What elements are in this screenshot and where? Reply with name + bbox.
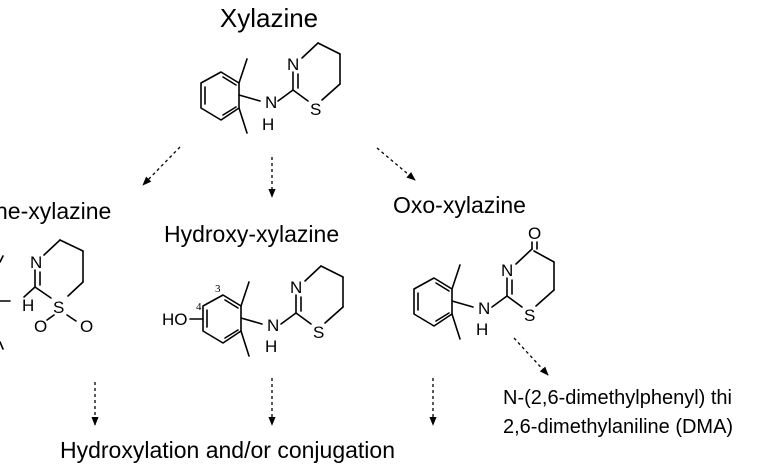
arrow-to-oxo <box>376 147 416 181</box>
bottom-label: Hydroxylation and/or conjugation <box>60 437 395 463</box>
product-label-line1: N-(2,6-dimethylphenyl) thi <box>503 387 732 409</box>
oxo-xylazine-structure: N H N O S <box>413 224 555 340</box>
hydroxy-ho: HO <box>162 310 188 329</box>
hydroxy-xylazine-structure: HO 3 4 N H N S <box>162 265 344 357</box>
sulfone-s: S <box>53 298 64 317</box>
xylazine-n: N <box>265 93 277 112</box>
oxo-ring-n: N <box>501 261 513 280</box>
xylazine-h: H <box>262 115 274 134</box>
xylazine-s: S <box>310 100 321 119</box>
position-3: 3 <box>215 283 221 295</box>
oxo-s: S <box>524 306 535 325</box>
xylazine-structure: N H N S <box>200 42 341 134</box>
sulfone-nh-h: H <box>22 296 34 315</box>
sulfone-ring-n: N <box>30 253 42 272</box>
oxo-h: H <box>476 320 488 339</box>
hydroxy-h: H <box>265 337 277 356</box>
oxo-label: Oxo-xylazine <box>393 192 526 218</box>
arrow-to-sulfone <box>142 146 181 186</box>
sulfone-label: ne-xylazine <box>0 198 111 224</box>
xylazine-ring-n: N <box>287 55 299 74</box>
hydroxy-label: Hydroxy-xylazine <box>164 221 339 247</box>
hydroxy-n: N <box>267 316 279 335</box>
product-label-line2: 2,6-dimethylaniline (DMA) <box>503 416 733 438</box>
sulfone-o-right: O <box>80 317 93 336</box>
hydroxy-ring-n: N <box>290 278 302 297</box>
sulfone-o-left: O <box>34 317 47 336</box>
oxo-o: O <box>528 224 541 243</box>
position-4: 4 <box>196 301 202 313</box>
oxo-n: N <box>478 299 490 318</box>
arrow-oxo-to-product <box>513 337 549 376</box>
xylazine-title: Xylazine <box>220 3 318 33</box>
sulfone-xylazine-structure: H N S O O <box>0 239 93 350</box>
hydroxy-s: S <box>313 323 324 342</box>
